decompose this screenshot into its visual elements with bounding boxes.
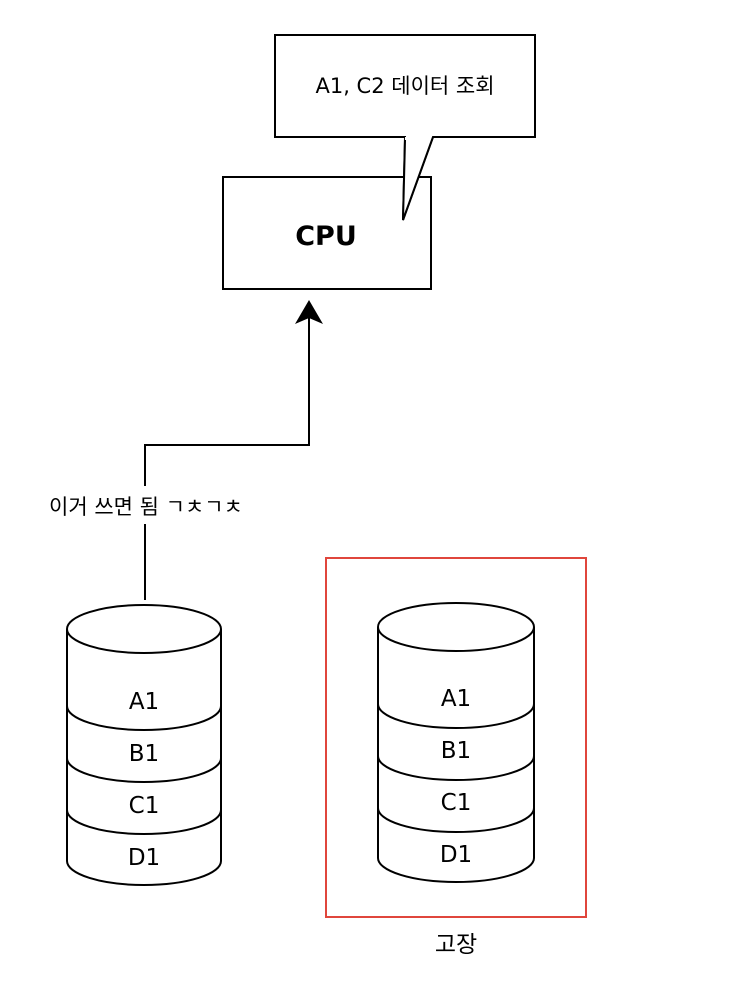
disk-left-slot-c1: C1 xyxy=(129,793,160,819)
disk-left-slot-a1: A1 xyxy=(129,689,159,715)
disk-right-slot-b1: B1 xyxy=(441,738,471,764)
disk-left-slot-d1: D1 xyxy=(128,845,160,871)
disk-right-slot-d1: D1 xyxy=(440,842,472,868)
disk-right: A1 B1 C1 D1 xyxy=(377,602,535,883)
cpu-label: CPU xyxy=(295,221,357,252)
disk-right-slot-c1: C1 xyxy=(441,790,472,816)
failed-group-label: 고장 xyxy=(435,932,477,958)
disk-right-slot-a1: A1 xyxy=(441,686,471,712)
connector-arrow xyxy=(144,300,323,600)
cpu-box: CPU xyxy=(222,176,432,290)
failed-group-border xyxy=(325,557,587,918)
disk-left-slot-b1: B1 xyxy=(129,741,159,767)
callout-bubble: A1, C2 데이터 조회 xyxy=(274,34,536,221)
disk-left: A1 B1 C1 D1 xyxy=(66,604,222,886)
callout-text: A1, C2 데이터 조회 xyxy=(315,74,494,98)
arrow-label: 이거 쓰면 됨 ㄱㅊㄱㅊ xyxy=(49,495,243,519)
